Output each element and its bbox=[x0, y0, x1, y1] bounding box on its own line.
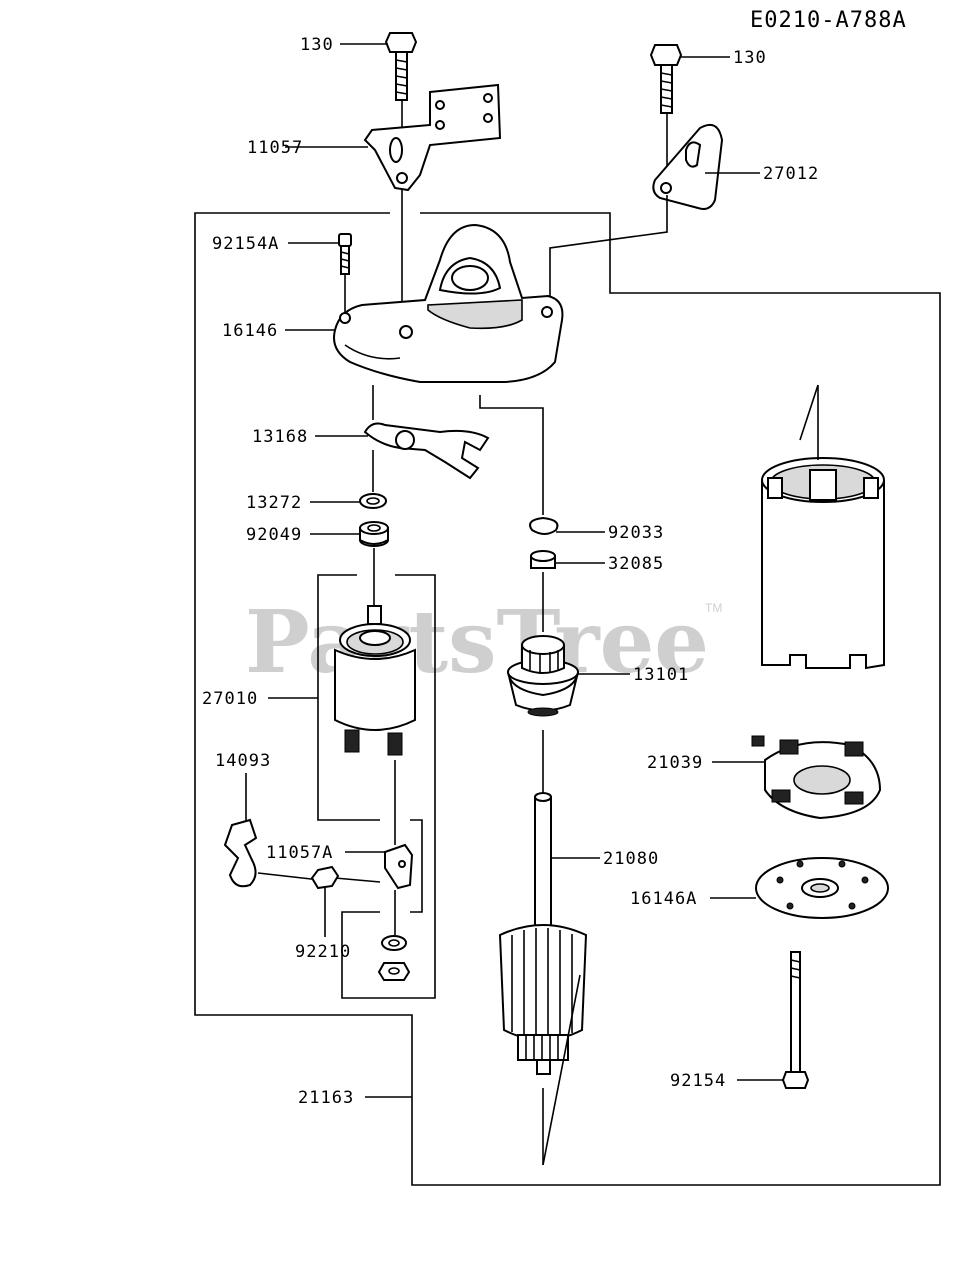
callout-16146A: 16146A bbox=[630, 889, 697, 909]
brush-holder-21039 bbox=[751, 735, 882, 820]
end-plate-16146A bbox=[755, 857, 889, 919]
terminal-14093 bbox=[223, 818, 258, 888]
clip-11057A bbox=[384, 843, 414, 890]
snap-ring-92033 bbox=[529, 516, 559, 535]
armature-21080 bbox=[498, 792, 588, 1075]
clip-group-outline bbox=[410, 819, 423, 913]
callout-11057A: 11057A bbox=[266, 843, 333, 863]
callout-32085: 32085 bbox=[608, 554, 664, 574]
plate-27012 bbox=[652, 124, 724, 210]
diagram-code: E0210-A788A bbox=[750, 8, 907, 33]
nut-small bbox=[377, 962, 411, 981]
lever-13168 bbox=[363, 422, 490, 480]
pinion-13101 bbox=[507, 635, 579, 717]
solenoid-27010 bbox=[334, 605, 416, 756]
callout-13168: 13168 bbox=[252, 427, 308, 447]
collar-32085 bbox=[530, 550, 556, 569]
bushing-92049 bbox=[359, 521, 389, 547]
callout-92154A: 92154A bbox=[212, 234, 279, 254]
assembly-outline bbox=[194, 212, 941, 1186]
screw-92154A bbox=[338, 233, 352, 275]
callout-21163: 21163 bbox=[298, 1088, 354, 1108]
watermark-text: PartsTree bbox=[245, 592, 709, 693]
callout-14093: 14093 bbox=[215, 751, 271, 771]
washer-13272 bbox=[359, 493, 387, 509]
callout-13101: 13101 bbox=[633, 665, 689, 685]
washer-small bbox=[381, 935, 407, 951]
callout-21080: 21080 bbox=[603, 849, 659, 869]
leader-lines bbox=[268, 43, 784, 1098]
through-bolt-92154 bbox=[781, 951, 810, 1089]
callout-21039: 21039 bbox=[647, 753, 703, 773]
bolt-130-right bbox=[649, 44, 683, 114]
bracket-11057 bbox=[363, 83, 502, 192]
callout-13272: 13272 bbox=[246, 493, 302, 513]
yoke bbox=[761, 457, 885, 670]
housing-16146 bbox=[333, 223, 564, 383]
watermark-trademark: TM bbox=[705, 601, 722, 615]
callout-27010: 27010 bbox=[202, 689, 258, 709]
solenoid-group-outline-2 bbox=[341, 574, 436, 999]
callout-16146: 16146 bbox=[222, 321, 278, 341]
callout-27012: 27012 bbox=[763, 164, 819, 184]
nut-92210 bbox=[310, 865, 340, 890]
callout-92210: 92210 bbox=[295, 942, 351, 962]
callout-92049: 92049 bbox=[246, 525, 302, 545]
callout-130-right: 130 bbox=[733, 48, 767, 68]
callout-92154: 92154 bbox=[670, 1071, 726, 1091]
bolt-130-left bbox=[384, 32, 418, 101]
callout-92033: 92033 bbox=[608, 523, 664, 543]
callout-130-left: 130 bbox=[300, 35, 334, 55]
callout-11057: 11057 bbox=[247, 138, 303, 158]
